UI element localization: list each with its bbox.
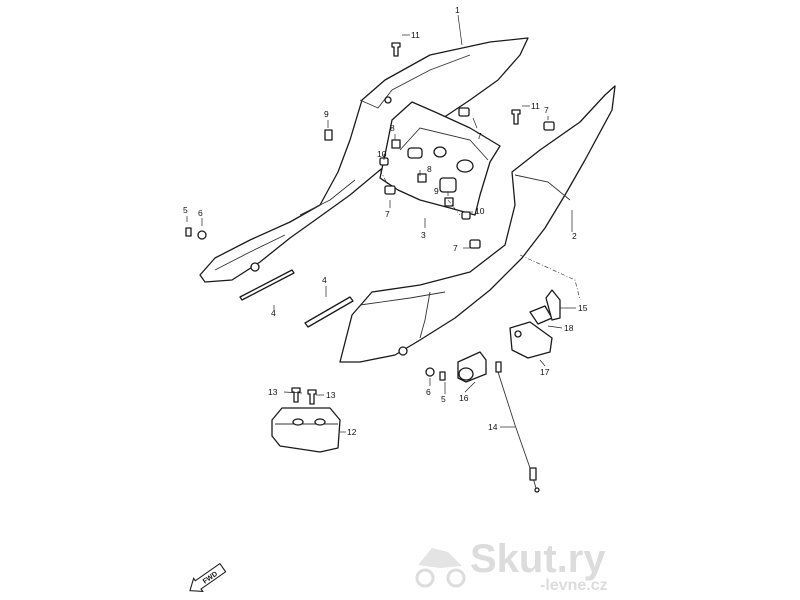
bolt-8a bbox=[391, 139, 401, 149]
callout-9a: 9 bbox=[324, 109, 329, 119]
part-14-cable bbox=[495, 361, 540, 493]
callout-10b: 10 bbox=[475, 206, 485, 216]
callout-16: 16 bbox=[459, 393, 469, 403]
part-1-left-side-cover bbox=[199, 37, 529, 283]
clip-7c bbox=[384, 185, 396, 195]
callout-7d: 7 bbox=[453, 243, 458, 253]
part-3-center-bracket bbox=[379, 101, 501, 216]
callout-6a: 6 bbox=[198, 208, 203, 218]
bolt-9b bbox=[444, 197, 454, 207]
watermark-domain: -levne.cz bbox=[540, 577, 608, 594]
hardware-group bbox=[185, 42, 555, 381]
clip-7d bbox=[469, 239, 481, 249]
callout-2: 2 bbox=[572, 231, 577, 241]
callout-5a: 5 bbox=[183, 205, 188, 215]
callout-5b: 5 bbox=[441, 394, 446, 404]
fwd-label: FWD bbox=[202, 571, 219, 586]
callout-18: 18 bbox=[564, 323, 574, 333]
part-4-trim-strip-b bbox=[304, 296, 354, 328]
bolt-9a bbox=[324, 129, 333, 141]
callout-11b: 11 bbox=[531, 101, 540, 111]
screw-11a bbox=[391, 42, 401, 57]
clip-7a bbox=[458, 107, 470, 117]
callout-8a: 8 bbox=[390, 123, 395, 133]
screw-13b bbox=[307, 389, 317, 405]
callout-7b: 7 bbox=[544, 105, 549, 115]
callout-14: 14 bbox=[488, 422, 498, 432]
part-17-lock-bracket bbox=[509, 321, 553, 359]
callout-12: 12 bbox=[347, 427, 357, 437]
callout-13a: 13 bbox=[268, 387, 278, 397]
part-15-lock-hook bbox=[545, 289, 561, 321]
washer-6a bbox=[197, 230, 207, 240]
bolt-8b bbox=[417, 173, 427, 183]
callout-15: 15 bbox=[578, 303, 588, 313]
screw-5b bbox=[439, 371, 446, 381]
part-4-trim-strip-a bbox=[239, 269, 295, 301]
callout-6b: 6 bbox=[426, 387, 431, 397]
callout-4a: 4 bbox=[271, 308, 276, 318]
callout-13b: 13 bbox=[326, 390, 336, 400]
callout-9b: 9 bbox=[434, 186, 439, 196]
scooter-logo-icon bbox=[415, 548, 466, 588]
callout-11a: 11 bbox=[411, 30, 420, 40]
callout-numbers: 1 11 11 9 8 10 8 9 10 7 7 7 7 3 2 5 6 4 … bbox=[183, 5, 588, 437]
clip-7b bbox=[543, 121, 555, 131]
callout-8b: 8 bbox=[427, 164, 432, 174]
screw-13a bbox=[291, 387, 301, 403]
leader-lines bbox=[186, 14, 576, 433]
callout-10a: 10 bbox=[377, 149, 387, 159]
watermark-brand: Skut.ry bbox=[470, 537, 606, 581]
screw-11b bbox=[511, 109, 521, 125]
callout-17: 17 bbox=[540, 367, 550, 377]
callout-7c: 7 bbox=[385, 209, 390, 219]
part-12-rubber-block bbox=[271, 407, 341, 453]
callout-4b: 4 bbox=[322, 275, 327, 285]
callout-7a: 7 bbox=[477, 131, 482, 141]
fwd-arrow-icon: FWD bbox=[189, 562, 227, 593]
washer-6b bbox=[425, 367, 435, 377]
part-2-right-side-cover bbox=[339, 85, 616, 363]
nut-10b bbox=[461, 211, 471, 220]
watermark: Skut.ry -levne.cz bbox=[415, 537, 608, 594]
screw-5a bbox=[185, 227, 192, 237]
part-16-seat-lock bbox=[457, 351, 487, 383]
callout-3: 3 bbox=[421, 230, 426, 240]
callout-1: 1 bbox=[455, 5, 460, 15]
